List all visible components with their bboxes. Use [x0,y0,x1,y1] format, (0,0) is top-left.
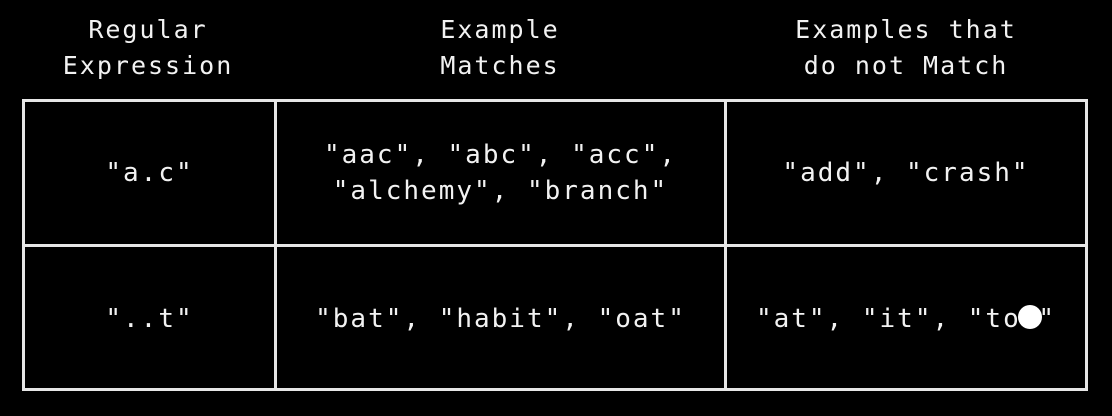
row-2-non-matches: "at", "it", "tot" [755,304,1057,334]
row-2-regex: "..t" [105,304,194,334]
header-example-matches: Example Matches [440,15,560,80]
header-regular-expression: Regular Expression [62,15,234,80]
row-1-regex: "a.c" [105,158,194,188]
row-1-non-matches: "add", "crash" [782,158,1030,188]
header-examples-not-match: Examples that do not Match [795,15,1017,80]
row-2-matches: "bat", "habit", "oat" [315,304,686,334]
row-divider [25,244,1085,247]
row-1-matches: "aac", "abc", "acc", "alchemy", "branch" [323,140,678,206]
cursor-dot-icon [1018,305,1042,329]
regex-table: "a.c" "aac", "abc", "acc", "alchemy", "b… [22,99,1088,391]
